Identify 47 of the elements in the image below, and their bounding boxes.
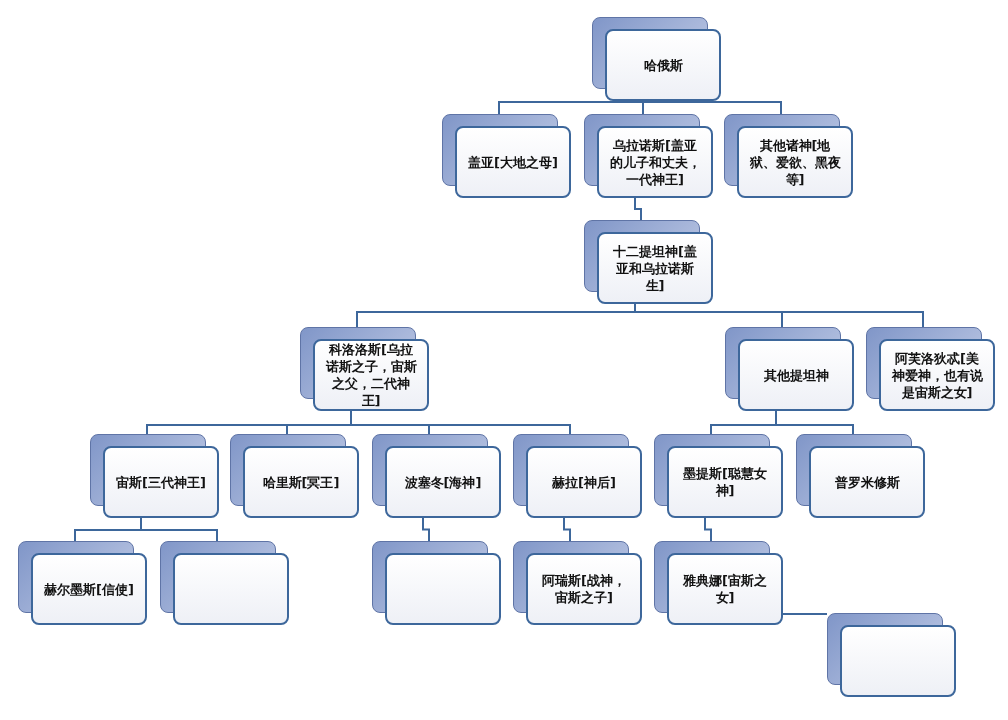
org-box [18, 541, 147, 625]
box-label: 其他提坦神 [763, 366, 829, 384]
connector-line [563, 517, 571, 542]
org-box [725, 327, 854, 411]
connector-line [704, 517, 712, 542]
box-label: 宙斯[三代神王] [116, 473, 206, 491]
org-box [724, 114, 853, 198]
connector-line [782, 613, 828, 615]
org-box [160, 541, 289, 625]
org-box [592, 17, 721, 101]
connector-line [775, 410, 854, 435]
box-label: 哈里斯[冥王] [262, 473, 340, 491]
connector-line [634, 197, 642, 221]
org-box [796, 434, 925, 518]
org-box [442, 114, 571, 198]
box-label: 其他诸神[地狱、爱欲、黑夜等] [748, 136, 842, 188]
org-box [90, 434, 219, 518]
org-box [230, 434, 359, 518]
org-box [584, 220, 713, 304]
box-label: 波塞冬[海神] [404, 473, 482, 491]
box-label: 盖亚[大地之母] [468, 153, 558, 171]
box-label: 赫拉[神后] [552, 473, 616, 491]
box-label: 科洛洛斯[乌拉诺斯之子，宙斯之父，二代神王] [324, 341, 418, 409]
org-box [866, 327, 995, 411]
connector-line [140, 517, 218, 542]
org-box [372, 541, 501, 625]
box-label: 普罗米修斯 [834, 473, 900, 491]
box-label: 哈俄斯 [643, 56, 683, 74]
org-box [372, 434, 501, 518]
box-label: 阿芙洛狄忒[美神爱神，也有说是宙斯之女] [890, 349, 984, 401]
org-box [654, 541, 783, 625]
connector-line [498, 100, 644, 115]
org-box [827, 613, 956, 697]
box-label: 雅典娜[宙斯之女] [682, 572, 768, 606]
org-box [300, 327, 429, 411]
box-label: 赫尔墨斯[信使] [44, 580, 134, 598]
box-label: 墨提斯[聪慧女神] [682, 465, 768, 499]
box-label: 乌拉诺斯[盖亚的儿子和丈夫，一代神王] [608, 136, 702, 188]
box-label: 十二提坦神[盖亚和乌拉诺斯生] [612, 242, 698, 294]
org-box [654, 434, 783, 518]
org-box [513, 434, 642, 518]
connector-line [642, 100, 782, 115]
connector-line [634, 303, 924, 328]
box-label: 阿瑞斯[战神，宙斯之子] [541, 572, 627, 606]
org-box [513, 541, 642, 625]
connector-line [422, 517, 430, 542]
org-box [584, 114, 713, 198]
